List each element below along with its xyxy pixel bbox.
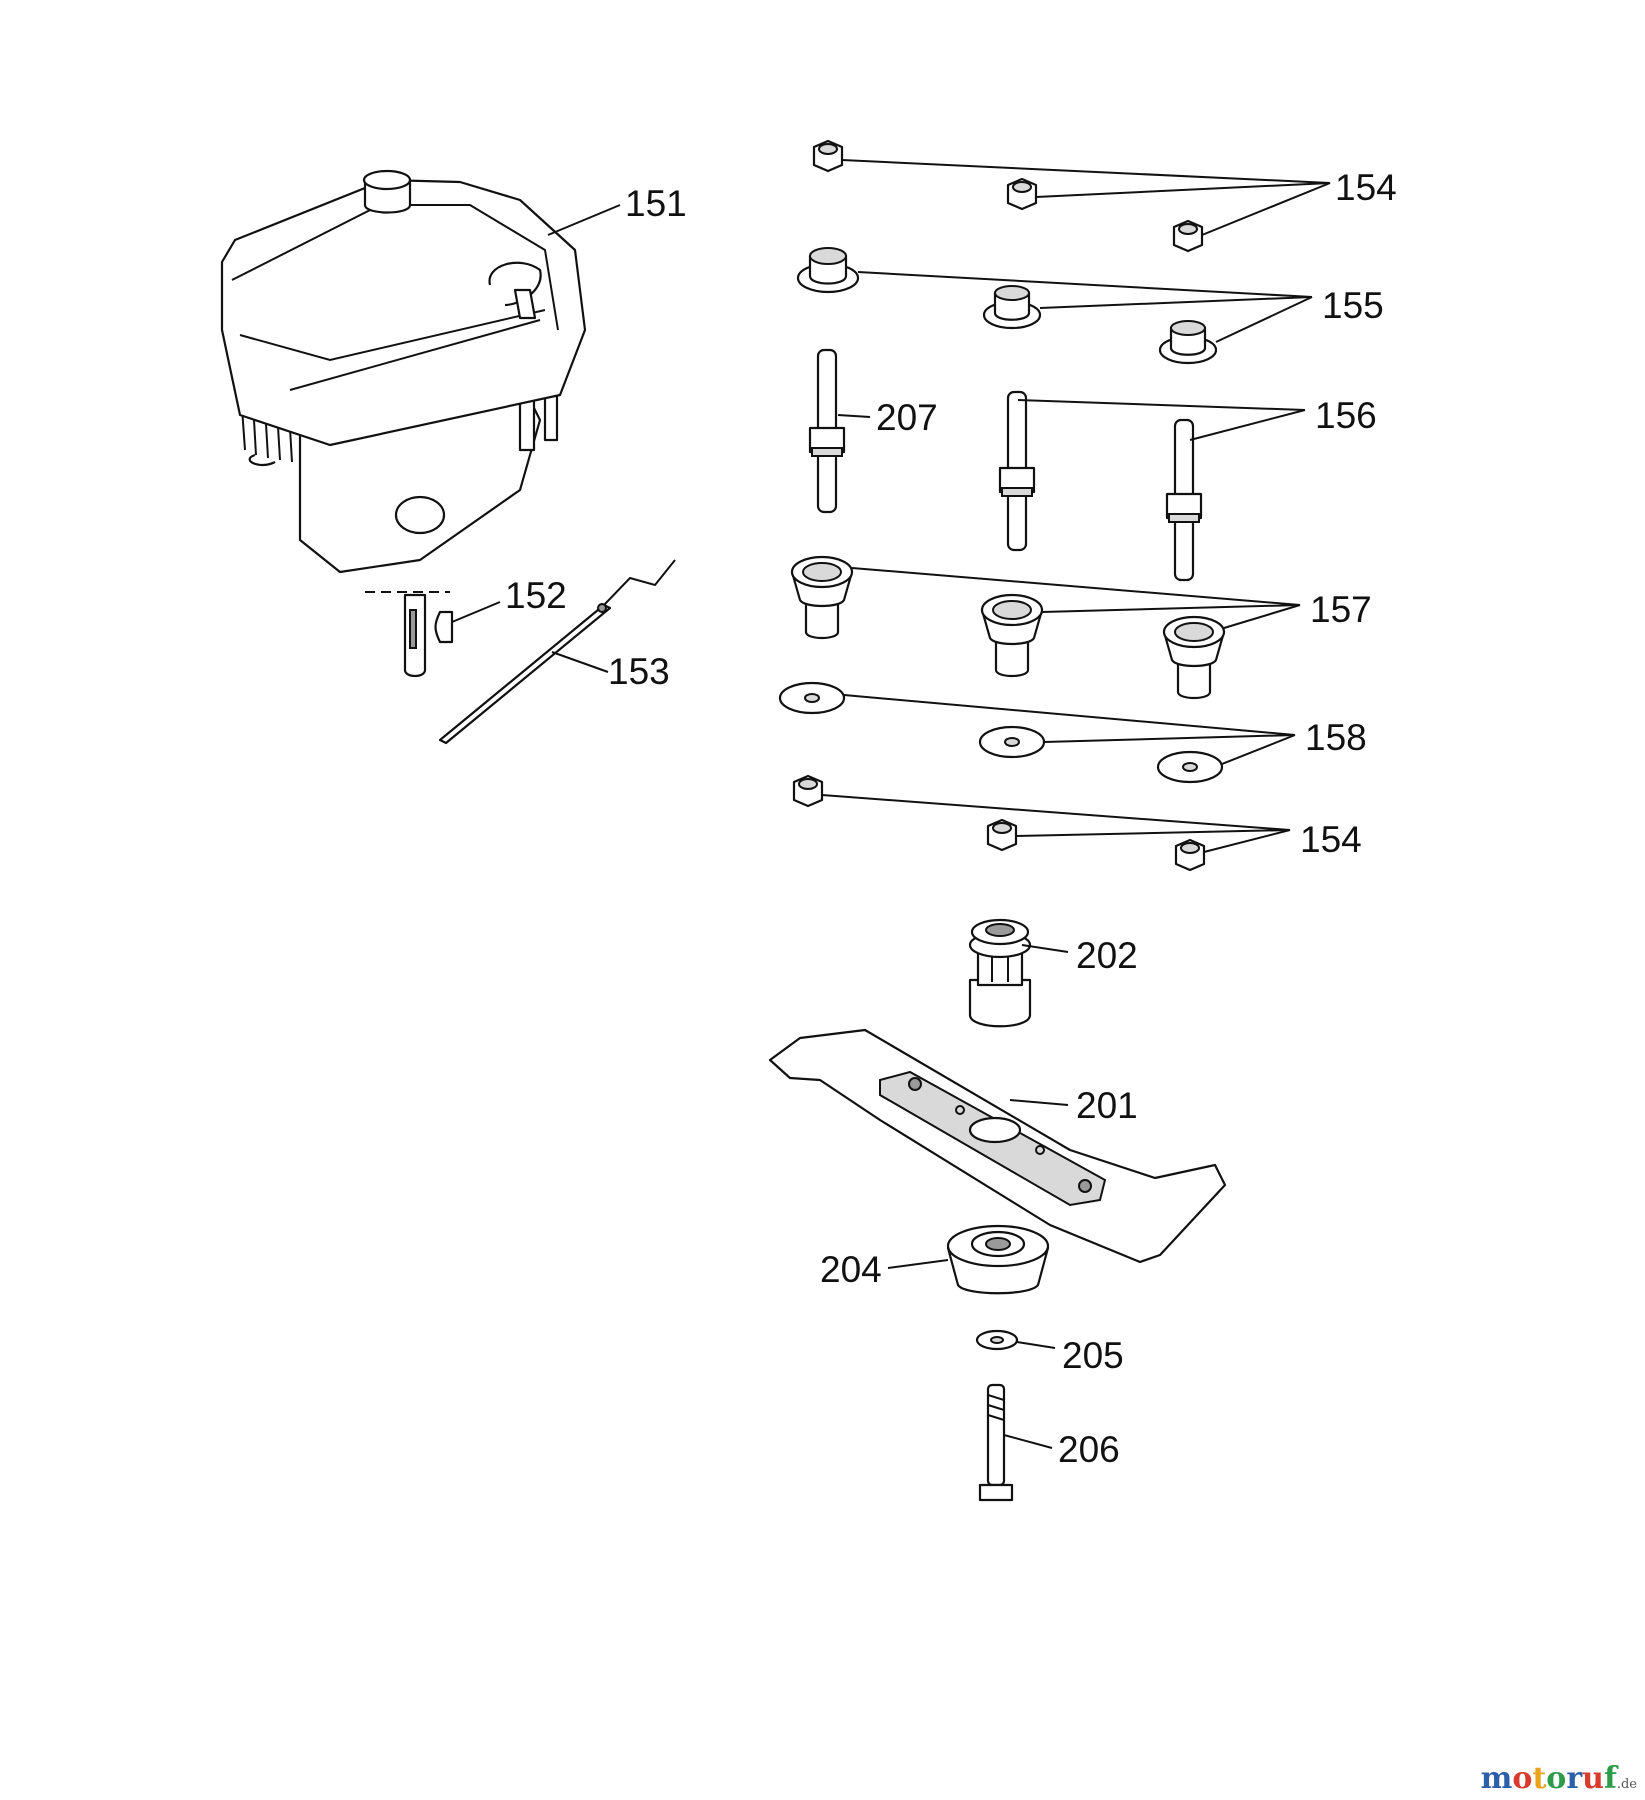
label-152: 152 [505, 575, 567, 616]
watermark-suffix: .de [1616, 1777, 1637, 1792]
engine-part-151 [220, 169, 587, 574]
washer-part-205 [975, 1329, 1019, 1351]
rod-part-153 [438, 559, 676, 745]
blade-adapter-part-202 [968, 918, 1032, 1028]
label-205: 205 [1062, 1335, 1124, 1376]
watermark-brand: motoruf [1481, 1761, 1617, 1796]
label-154-top: 154 [1335, 167, 1397, 208]
nuts-part-154-bottom [792, 774, 1206, 872]
label-155: 155 [1322, 285, 1384, 326]
washers-part-158 [778, 681, 1224, 784]
label-204: 204 [820, 1249, 882, 1290]
watermark-letter: u [1582, 1761, 1604, 1796]
watermark-letter: o [1546, 1761, 1567, 1796]
part-labels: 151 152 153 154 155 207 156 157 158 154 … [505, 167, 1397, 1470]
watermark-letter: o [1512, 1761, 1533, 1796]
label-157: 157 [1310, 589, 1372, 630]
stud-part-156-a [998, 390, 1036, 552]
label-207: 207 [876, 397, 938, 438]
label-201: 201 [1076, 1085, 1138, 1126]
watermark-letter: t [1532, 1761, 1547, 1796]
label-156: 156 [1315, 395, 1377, 436]
stud-part-156-b [1165, 418, 1203, 582]
spacers-part-157 [790, 555, 1226, 700]
label-151: 151 [625, 183, 687, 224]
bolt-part-206 [978, 1383, 1014, 1502]
crank-key-part-152 [365, 591, 454, 678]
watermark-letter: m [1480, 1761, 1513, 1796]
label-158: 158 [1305, 717, 1367, 758]
bushings-part-155 [796, 247, 1218, 365]
label-153: 153 [608, 651, 670, 692]
label-154-bottom: 154 [1300, 819, 1362, 860]
watermark-logo: motoruf.de [1481, 1761, 1637, 1796]
stud-part-207 [808, 348, 846, 514]
blade-part-201 [768, 1028, 1227, 1264]
watermark-letter: f [1603, 1761, 1617, 1796]
nuts-part-154-top [812, 139, 1204, 253]
watermark-letter: r [1566, 1761, 1583, 1796]
blade-hub-part-204 [946, 1224, 1050, 1295]
label-202: 202 [1076, 935, 1138, 976]
label-206: 206 [1058, 1429, 1120, 1470]
leader-lines [451, 159, 1331, 1449]
